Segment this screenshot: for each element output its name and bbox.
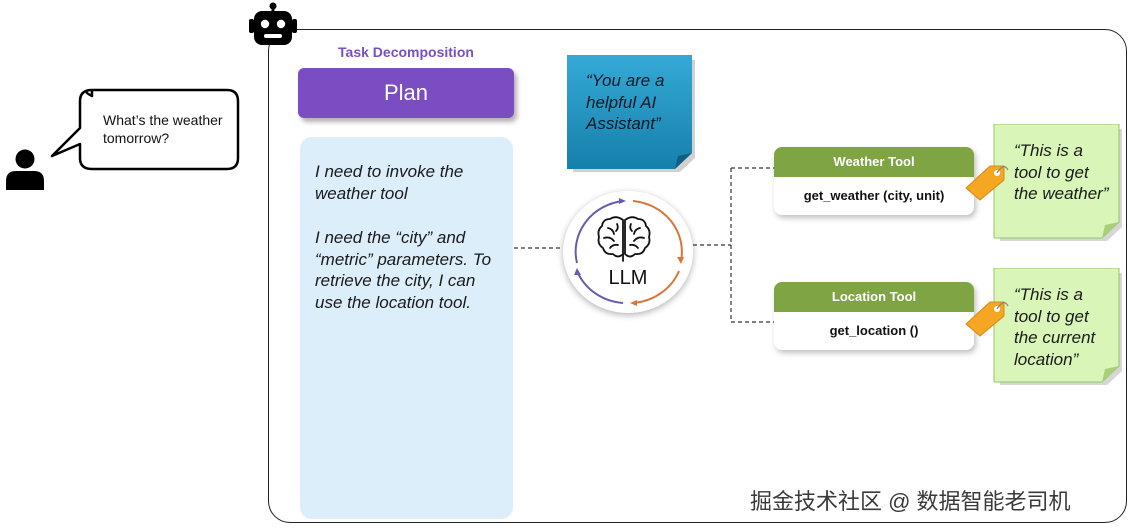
plan-step-1: I need to invoke the weather tool — [315, 162, 464, 203]
system-prompt-text: “You are a helpful AI Assistant” — [586, 71, 665, 133]
location-tool-card: Location Tool get_location () — [774, 282, 974, 350]
location-tool-description-note — [993, 268, 1122, 385]
task-decomposition-label: Task Decomposition — [338, 44, 474, 60]
llm-label: LLM — [608, 267, 648, 289]
location-tool-signature: get_location () — [829, 323, 919, 338]
robot-icon — [249, 2, 297, 45]
speech-bubble — [50, 88, 240, 171]
brain-icon — [597, 216, 651, 262]
weather-tool-name: Weather Tool — [774, 147, 974, 177]
system-prompt-note — [567, 55, 695, 172]
weather-tool-card: Weather Tool get_weather (city, unit) — [774, 147, 974, 215]
tag-icon — [965, 165, 1009, 201]
weather-tool-description-note — [993, 124, 1122, 241]
watermark: 掘金技术社区 @ 数据智能老司机 — [750, 489, 1071, 514]
plan-step-2: I need the “city” and “metric” parameter… — [315, 228, 492, 312]
weather-tool-signature: get_weather (city, unit) — [803, 188, 945, 203]
llm-node — [563, 191, 693, 313]
plan-header: Plan — [298, 68, 514, 118]
llm-cycle-ring — [574, 198, 684, 306]
plan-box — [300, 137, 513, 519]
weather-tool-description: “This is a tool to get the weather” — [1014, 141, 1109, 203]
user-message: What’s the weather tomorrow? — [103, 112, 223, 146]
location-tool-description: “This is a tool to get the current locat… — [1014, 285, 1096, 369]
location-tool-name: Location Tool — [774, 282, 974, 312]
user-icon — [6, 149, 44, 190]
tag-icon — [965, 301, 1009, 337]
